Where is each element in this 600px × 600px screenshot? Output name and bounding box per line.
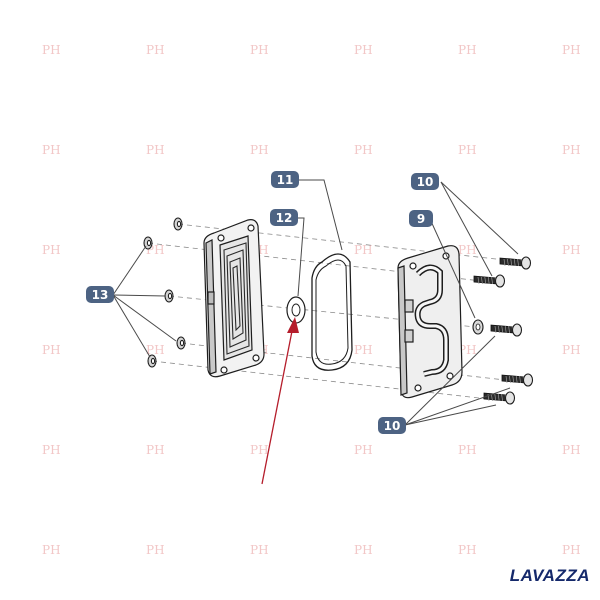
lavazza-logo: LAVAZZA <box>510 566 590 585</box>
part-12-small-oring <box>286 296 306 324</box>
callout-10-top: 10 <box>411 173 439 190</box>
watermark-mark: PH <box>458 243 477 257</box>
watermark-mark: PH <box>562 443 581 457</box>
callout-10-top-label: 10 <box>417 175 434 189</box>
watermark-mark: PH <box>146 143 165 157</box>
watermark-mark: PH <box>562 43 581 57</box>
part-10-screws <box>473 256 534 405</box>
watermark-mark: PH <box>146 43 165 57</box>
callout-11: 11 <box>271 171 299 188</box>
watermark-mark: PH <box>458 343 477 357</box>
watermark-mark: PH <box>42 43 61 57</box>
watermark-grid: PH PH PH PH PH PH PH PH PH PH PH PH PH PH PH PH PH PH PH PH… <box>42 43 581 557</box>
watermark-mark: PH <box>250 43 269 57</box>
nut <box>176 336 186 350</box>
leader-lines <box>112 179 519 426</box>
watermark-mark: PH <box>562 143 581 157</box>
callout-13: 13 <box>86 286 114 303</box>
part-13-nuts <box>143 217 186 368</box>
screw <box>499 256 532 270</box>
screw <box>483 391 516 405</box>
callout-11-label: 11 <box>277 173 294 187</box>
watermark-mark: PH <box>42 243 61 257</box>
watermark-mark: PH <box>354 143 373 157</box>
watermark-mark: PH <box>146 543 165 557</box>
callout-9: 9 <box>409 210 433 227</box>
watermark-mark: PH <box>250 543 269 557</box>
watermark-mark: PH <box>458 43 477 57</box>
valve-body-plate <box>397 245 463 399</box>
part-11-gasket <box>311 253 353 371</box>
watermark-mark: PH <box>146 343 165 357</box>
diaphragm-plate <box>203 219 265 378</box>
watermark-mark: PH <box>354 543 373 557</box>
watermark-mark: PH <box>562 343 581 357</box>
watermark-mark: PH <box>354 243 373 257</box>
watermark-mark: PH <box>42 543 61 557</box>
watermark-mark: PH <box>562 243 581 257</box>
watermark-mark: PH <box>42 143 61 157</box>
callout-13-label: 13 <box>92 288 109 302</box>
watermark-mark: PH <box>354 443 373 457</box>
watermark-mark: PH <box>562 543 581 557</box>
watermark-mark: PH <box>42 443 61 457</box>
screw <box>473 274 506 288</box>
callout-10-bottom-label: 10 <box>384 419 401 433</box>
watermark-mark: PH <box>146 443 165 457</box>
nut <box>173 217 183 231</box>
part-9-washer <box>472 319 484 335</box>
highlight-arrow <box>261 317 299 485</box>
nut <box>147 354 157 368</box>
watermark-mark: PH <box>250 443 269 457</box>
watermark-mark: PH <box>354 343 373 357</box>
nut <box>164 289 174 303</box>
watermark-mark: PH <box>250 143 269 157</box>
callout-9-label: 9 <box>417 212 425 226</box>
callout-12: 12 <box>270 209 298 226</box>
screw <box>501 373 534 387</box>
watermark-mark: PH <box>458 143 477 157</box>
callout-12-label: 12 <box>276 211 293 225</box>
watermark-mark: PH <box>458 543 477 557</box>
watermark-mark: PH <box>42 343 61 357</box>
callout-10-bottom: 10 <box>378 417 406 434</box>
watermark-mark: PH <box>458 443 477 457</box>
watermark-mark: PH <box>354 43 373 57</box>
brand-logo-text: LAVAZZA <box>510 566 590 585</box>
screw <box>490 323 523 337</box>
